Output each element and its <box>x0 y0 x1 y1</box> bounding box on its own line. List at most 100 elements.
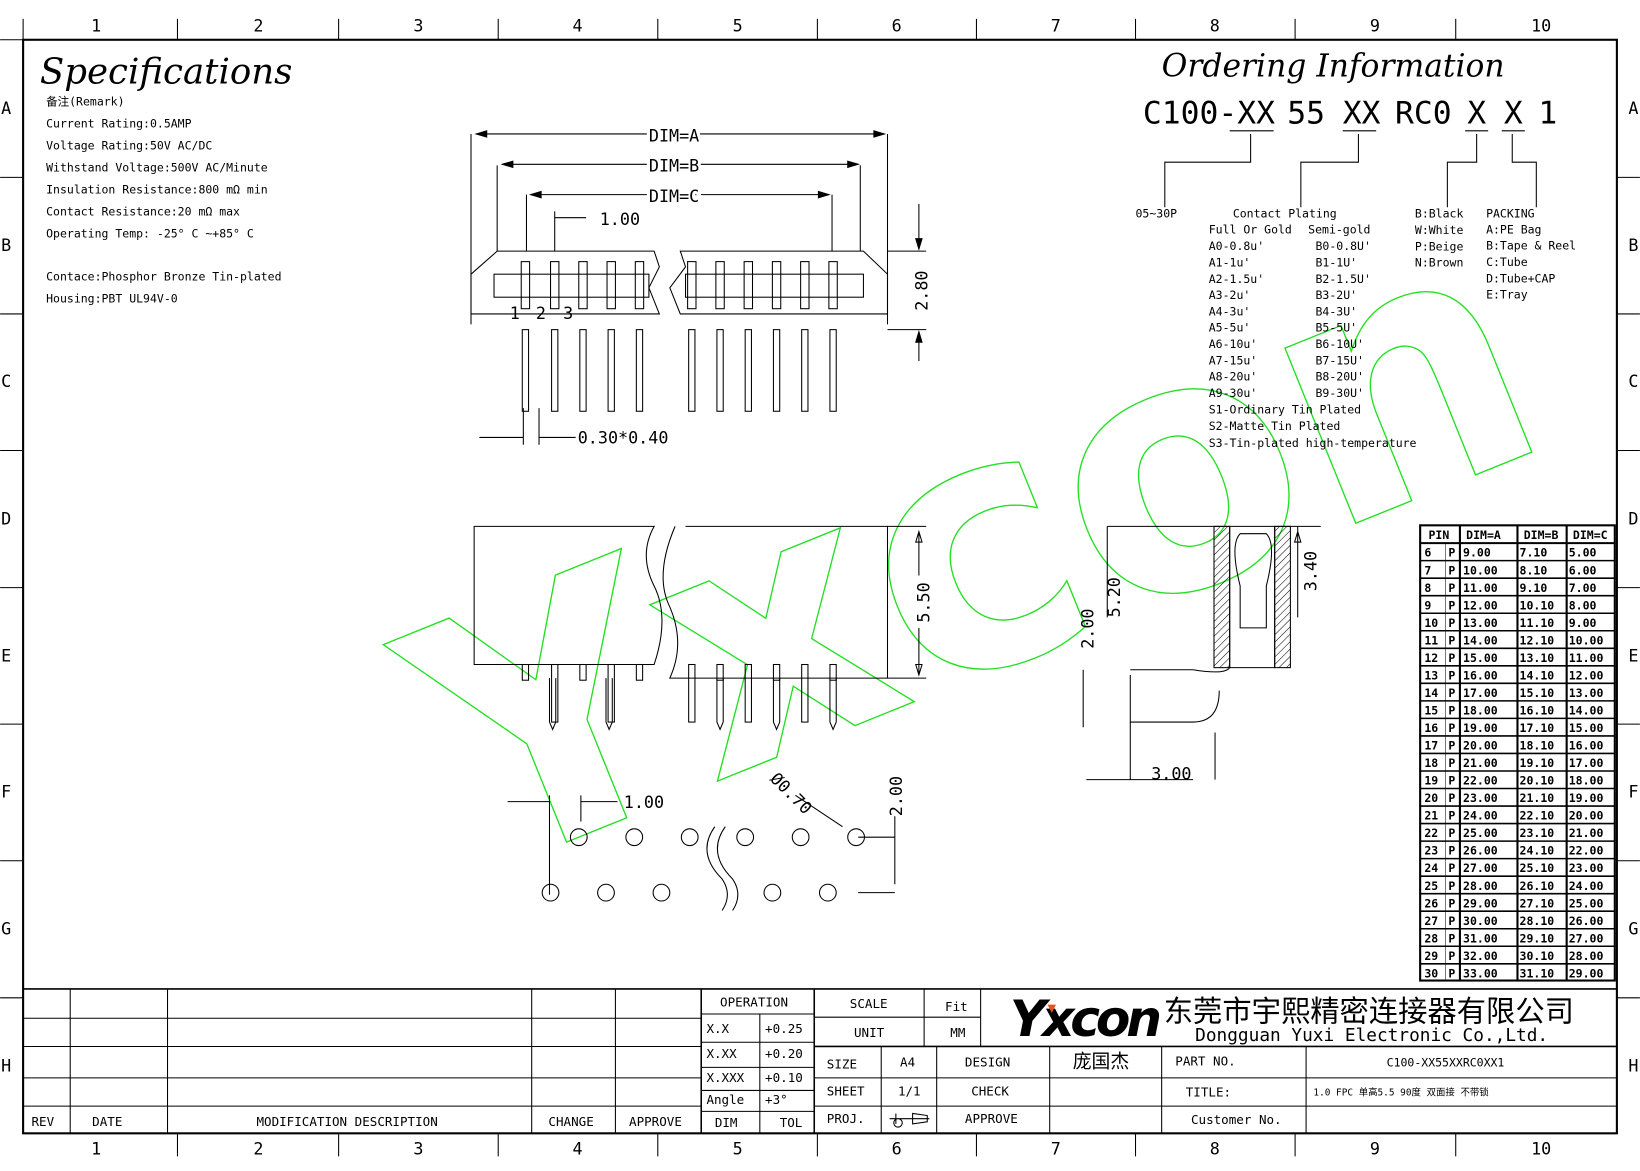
color-option: P:Beige <box>1415 239 1464 253</box>
table-cell-pin: 17 <box>1424 739 1438 753</box>
code-segment: 1 <box>1538 95 1557 131</box>
grid-col-bottom: 3 <box>413 1138 423 1158</box>
drawing-border <box>22 38 1618 1135</box>
dim-a-label: DIM=A <box>649 125 699 145</box>
top-pin <box>801 329 809 412</box>
top-contact <box>800 261 810 310</box>
table-cell-pin: 30 <box>1424 966 1438 980</box>
top-contact <box>715 261 725 310</box>
dim-c-label: DIM=C <box>649 186 699 206</box>
scale-label: SCALE <box>850 996 888 1011</box>
top-view <box>470 130 927 445</box>
table-cell-unit: P <box>1448 668 1455 682</box>
logo-accent-icon <box>1047 1004 1056 1013</box>
specs-title: Specifications <box>40 52 293 93</box>
dim-b-label: DIM=B <box>649 156 699 176</box>
spec-line: Current Rating:0.5AMP <box>46 117 191 131</box>
table-cell-dim-a: 9.00 <box>1463 546 1491 560</box>
table-cell-unit: P <box>1448 949 1455 963</box>
pin-size-label: 0.30*0.40 <box>578 428 669 448</box>
table-cell-dim-b: 18.10 <box>1520 739 1555 753</box>
table-cell-pin: 14 <box>1424 686 1438 700</box>
table-cell-dim-a: 12.00 <box>1463 598 1498 612</box>
table-cell-dim-c: 21.00 <box>1569 826 1604 840</box>
table-cell-dim-c: 17.00 <box>1569 756 1604 770</box>
proj-label: PROJ. <box>827 1111 865 1126</box>
table-cell-unit: P <box>1448 633 1455 647</box>
sheet-label: SHEET <box>827 1084 865 1099</box>
plating-semigold-option: B0-0.8U' <box>1316 239 1371 253</box>
top-pin <box>829 329 837 412</box>
tin-option: S1-Ordinary Tin Plated <box>1209 402 1361 416</box>
table-cell-dim-c: 12.00 <box>1569 668 1604 682</box>
code-segment: C100-XX <box>1143 95 1275 131</box>
height-280-label: 2.80 <box>911 270 931 310</box>
plating-gold-option: A8-20u' <box>1209 370 1257 384</box>
side-200-label: 2.00 <box>1078 608 1098 648</box>
table-cell-dim-c: 14.00 <box>1569 703 1604 717</box>
grid-col-bottom: 5 <box>733 1138 743 1158</box>
plating-gold-option: A3-2u' <box>1209 288 1251 302</box>
table-cell-unit: P <box>1448 616 1455 630</box>
table-cell-unit: P <box>1448 651 1455 665</box>
top-pin <box>772 329 781 412</box>
code-segment: X <box>1467 95 1486 131</box>
grid-col-bottom: 7 <box>1051 1138 1061 1158</box>
table-cell-dim-b: 27.10 <box>1520 896 1555 910</box>
grid-col-bottom: 4 <box>573 1138 583 1158</box>
table-cell-pin: 25 <box>1424 879 1438 893</box>
table-cell-dim-c: 6.00 <box>1569 563 1597 577</box>
top-contact <box>520 261 531 310</box>
tolerance-format: Angle <box>706 1092 744 1107</box>
table-cell-unit: P <box>1448 598 1455 612</box>
table-cell-dim-b: 31.10 <box>1520 966 1555 980</box>
table-cell-dim-c: 16.00 <box>1569 739 1604 753</box>
table-cell-dim-c: 24.00 <box>1569 879 1604 893</box>
table-cell-pin: 21 <box>1424 809 1438 823</box>
table-cell-dim-c: 5.00 <box>1569 546 1597 560</box>
table-cell-pin: 18 <box>1424 756 1438 770</box>
table-cell-pin: 6 <box>1424 546 1431 560</box>
company-name-en: Dongguan Yuxi Electronic Co.,Ltd. <box>1195 1025 1548 1046</box>
grid-col-top: 1 <box>91 15 101 35</box>
title-label: TITLE: <box>1186 1085 1231 1100</box>
top-contact <box>743 261 754 310</box>
pcb-hole <box>541 883 560 902</box>
table-cell-dim-c: 20.00 <box>1569 809 1604 823</box>
table-cell-dim-a: 13.00 <box>1463 616 1498 630</box>
table-cell-dim-c: 9.00 <box>1569 616 1597 630</box>
packing-title: PACKING <box>1486 207 1535 221</box>
grid-col-bottom: 1 <box>91 1138 101 1158</box>
table-cell-unit: P <box>1448 721 1455 735</box>
table-cell-dim-a: 25.00 <box>1463 826 1498 840</box>
grid-row-right: D <box>1628 508 1638 528</box>
table-cell-dim-c: 25.00 <box>1569 896 1604 910</box>
grid-col-bottom: 9 <box>1370 1138 1380 1158</box>
grid-row-left: A <box>1 98 11 118</box>
table-cell-dim-b: 25.10 <box>1520 861 1555 875</box>
unit-value: MM <box>950 1025 966 1040</box>
scale-value: Fit <box>945 999 968 1014</box>
revision-header: REV <box>31 1114 54 1129</box>
side-view <box>1082 525 1321 781</box>
table-header: DIM=A <box>1466 528 1501 542</box>
table-cell-pin: 26 <box>1424 896 1438 910</box>
plating-semigold-option: B9-30U' <box>1316 386 1364 400</box>
table-cell-pin: 19 <box>1424 774 1438 788</box>
plating-semigold-option: B1-1U' <box>1316 255 1358 269</box>
table-cell-dim-a: 18.00 <box>1463 703 1498 717</box>
part-no-label: PART NO. <box>1175 1053 1235 1068</box>
tolerance-value: +3° <box>765 1092 788 1107</box>
table-cell-dim-c: 22.00 <box>1569 844 1604 858</box>
pcb-footprint <box>507 794 896 911</box>
pcb-hole <box>791 828 810 847</box>
front-pin <box>772 663 781 681</box>
color-option: N:Brown <box>1415 256 1463 270</box>
pins-range: 05~30P <box>1136 207 1178 221</box>
table-cell-unit: P <box>1448 686 1455 700</box>
title-value: 1.0 FPC 单高5.5 90度 双面接 不带锁 <box>1313 1087 1489 1099</box>
spec-line: Contace:Phosphor Bronze Tin-plated <box>46 269 281 283</box>
table-cell-pin: 20 <box>1424 791 1438 805</box>
